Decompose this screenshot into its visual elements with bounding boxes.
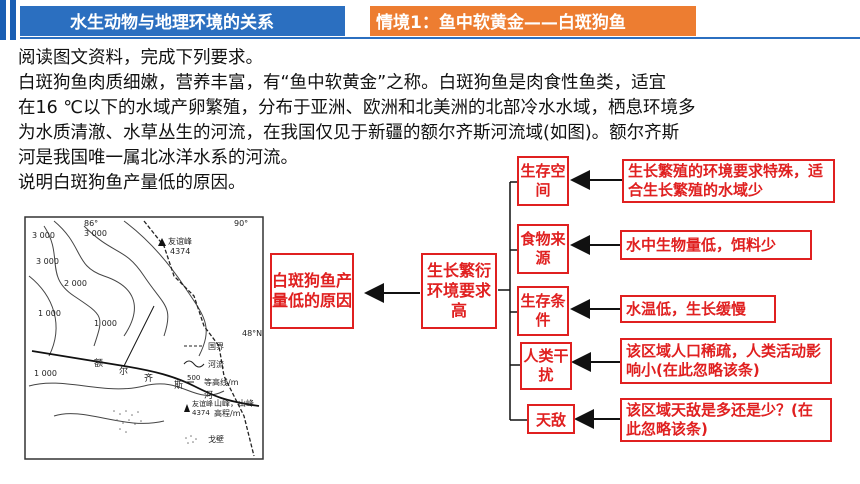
legend-desert: 戈壁	[208, 434, 224, 444]
paragraph-line: 河是我国唯一属北冰洋水系的河流。	[18, 148, 298, 168]
legend-border: 国界	[208, 342, 224, 351]
detail-text: 水温低，生长缓慢	[626, 299, 747, 318]
river-name-char: 额	[94, 357, 103, 369]
contour-label: 3 000	[32, 231, 55, 240]
title-background	[20, 6, 345, 36]
river-name-char: 河	[204, 389, 213, 401]
contour-line	[53, 413, 165, 424]
result-text: 白斑狗鱼产量低的原因	[272, 271, 353, 310]
detail-text: 该区域天敌是多还是少？(在此忽略该条)	[626, 401, 813, 438]
factor-label: 生存条件	[520, 292, 566, 329]
map-frame	[24, 216, 264, 460]
header-accent-bar	[10, 0, 16, 40]
scene-background	[370, 6, 696, 36]
factor-label: 生存空间	[520, 162, 566, 199]
legend-contour: 等高线/m	[204, 377, 239, 387]
detail-text: 生长繁殖的环境要求特殊，适合生长繁殖的水域少	[628, 162, 824, 199]
longitude-label: 90°	[234, 219, 248, 228]
factor-label: 天敌	[535, 410, 566, 429]
detail-box: 水温低，生长缓慢	[620, 295, 776, 323]
factor-box: 天敌	[527, 404, 575, 434]
header-accent-bar	[0, 0, 6, 40]
tributary-line	[123, 305, 155, 367]
longitude-label: 86°	[84, 219, 98, 228]
contour-label: 2 000	[64, 279, 87, 288]
scene-title: 情境1：鱼中软黄金——白斑狗鱼	[376, 13, 626, 33]
contour-label: 3 000	[36, 257, 59, 266]
detail-box: 该区域人口稀疏，人类活动影响小(在此忽略该条)	[620, 338, 832, 384]
detail-box: 生长繁殖的环境要求特殊，适合生长繁殖的水域少	[622, 159, 835, 203]
contour-line	[83, 225, 169, 337]
latitude-label: 48°N	[242, 329, 262, 338]
contour-label: 1 000	[94, 319, 117, 328]
river-name-char: 尔	[119, 365, 128, 377]
contour-line	[28, 382, 225, 396]
instruction-text: 阅读图文资料，完成下列要求。	[18, 48, 263, 68]
contour-line	[123, 220, 207, 357]
legend-contour-value: 500	[187, 374, 200, 382]
contour-label: 3 000	[84, 229, 107, 238]
factor-box: 食物来源	[517, 224, 569, 274]
legend-peak-icon	[184, 404, 190, 412]
contour-line	[43, 225, 101, 347]
peak-name: 友谊峰	[168, 236, 192, 246]
slide-title: 水生动物与地理环境的关系	[70, 13, 274, 33]
legend-peak: 山峰，山峰	[214, 398, 254, 408]
slide-header: 水生动物与地理环境的关系 情境1：鱼中软黄金——白斑狗鱼	[0, 0, 860, 40]
detail-text: 该区域人口稀疏，人类活动影响小(在此忽略该条)	[626, 342, 822, 379]
result-box: 白斑狗鱼产量低的原因	[270, 253, 354, 329]
paragraph-line: 白斑狗鱼肉质细嫩，营养丰富，有“鱼中软黄金”之称。白斑狗鱼是肉食性鱼类，适宜	[18, 73, 667, 93]
factor-label: 食物来源	[520, 230, 566, 267]
river-line	[31, 350, 260, 407]
legend-river-symbol	[183, 360, 205, 368]
region-map: 86° 90° 48°N 友谊峰 4374 3 000 3 000 2 000 …	[24, 216, 264, 460]
header-divider	[20, 37, 860, 39]
factor-label: 人类干扰	[523, 347, 569, 384]
legend-peak2: 高程/m	[214, 408, 241, 418]
peak-icon	[158, 238, 166, 246]
detail-text: 水中生物量低，饵料少	[626, 235, 777, 254]
border-line	[143, 220, 255, 457]
center-text: 生长繁衍环境要求高	[426, 261, 491, 320]
contour-label: 1 000	[38, 309, 61, 318]
peak-height: 4374	[170, 247, 190, 256]
center-box: 生长繁衍环境要求高	[421, 253, 497, 329]
legend-desert-symbol	[185, 435, 197, 444]
factor-box: 生存条件	[517, 286, 569, 336]
legend-peak-height: 4374	[192, 409, 210, 417]
paragraph-line: 在16 ℃以下的水域产卵繁殖，分布于亚洲、欧洲和北美洲的北部冷水水域，栖息环境多	[18, 98, 696, 118]
river-name-char: 斯	[174, 379, 183, 391]
desert-area	[113, 410, 142, 433]
river-name-char: 齐	[144, 372, 153, 384]
question-text: 说明白斑狗鱼产量低的原因。	[18, 173, 246, 193]
map-legend: 国界 河流 500 等高线/m 友谊峰 4374 山峰，山峰 高程/m 戈壁	[183, 342, 254, 444]
legend-peak-name: 友谊峰	[192, 399, 213, 408]
detail-box: 该区域天敌是多还是少？(在此忽略该条)	[620, 398, 832, 442]
contour-line	[28, 275, 57, 357]
factor-box: 生存空间	[517, 156, 569, 206]
legend-river: 河流	[208, 359, 224, 369]
contour-label: 1 000	[34, 369, 57, 378]
factor-box: 人类干扰	[520, 342, 572, 390]
detail-box: 水中生物量低，饵料少	[620, 230, 812, 260]
contour-line	[53, 220, 135, 337]
paragraph-line: 为水质清澈、水草丛生的河流，在我国仅见于新疆的额尔齐斯河流域(如图)。额尔齐斯	[18, 123, 680, 143]
